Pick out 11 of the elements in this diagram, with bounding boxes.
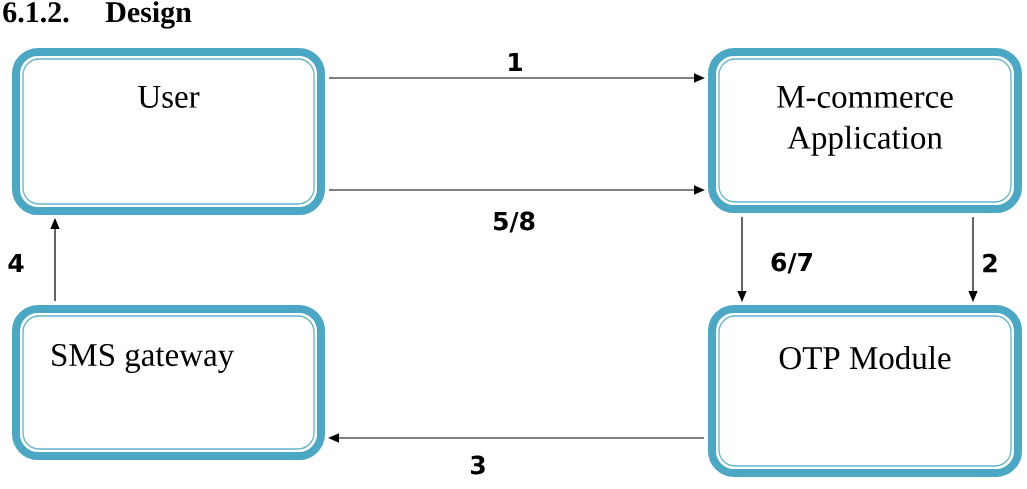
edge-label: 5/8 xyxy=(491,210,537,234)
edge-label: 6/7 xyxy=(769,251,815,275)
edge-label: 4 xyxy=(6,252,26,274)
edge-label: 2 xyxy=(980,252,1000,274)
process-box: OTP Module xyxy=(708,305,1022,477)
edge-label: 1 xyxy=(505,51,525,73)
process-box: SMS gateway xyxy=(12,305,325,460)
edge-label: 3 xyxy=(468,454,488,476)
heading: 6.1.2. Design xyxy=(3,1,192,29)
process-box: M-commerce Application xyxy=(708,48,1022,213)
process-box: User xyxy=(12,48,325,215)
